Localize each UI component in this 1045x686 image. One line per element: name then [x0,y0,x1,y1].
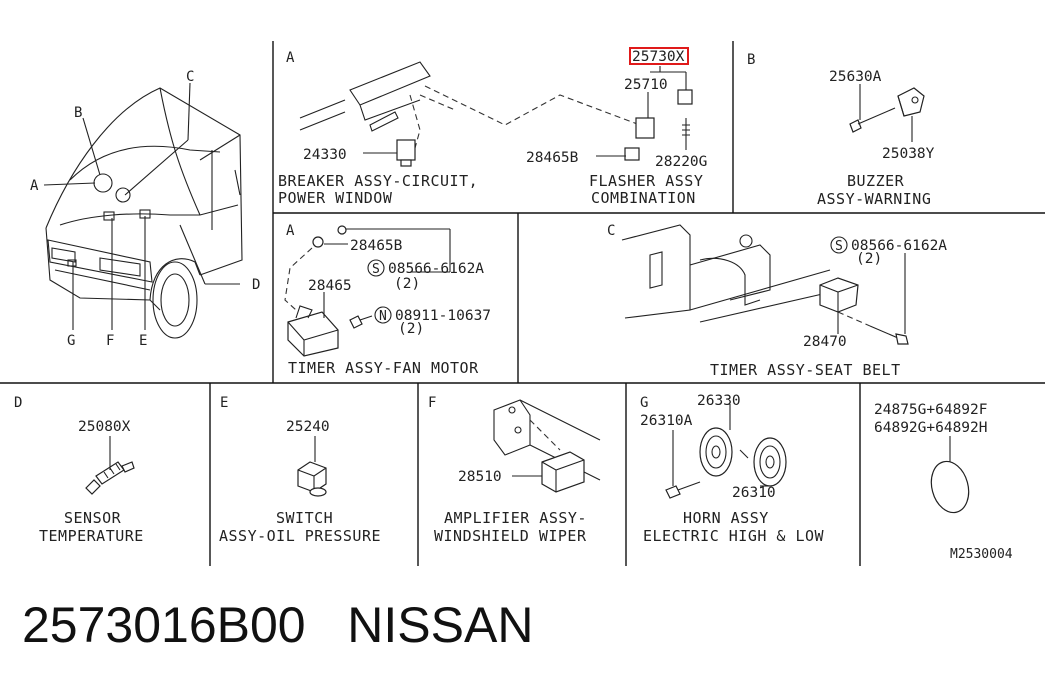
horn-part [665,427,787,499]
part-25710: 25710 [624,77,668,93]
caption-sensor-line2: TEMPERATURE [39,527,144,545]
part-28465b-a2: 28465B [350,238,403,254]
part-24330: 24330 [303,147,347,163]
part-25730x: 25730X [632,49,685,65]
qty-c: (2) [856,251,882,267]
caption-amplifier-line1: AMPLIFIER ASSY- [444,509,587,527]
vehicle-overview [43,82,243,339]
qty-a2-1: (2) [394,276,420,292]
part-28220g: 28220G [655,154,707,170]
part-08911-10637: 08911-10637 [395,308,491,324]
callout-d: D [252,277,260,293]
section-b-letter: B [747,52,755,68]
callout-a: A [30,178,39,194]
seat-belt-timer-bracket [621,224,841,323]
part-25038y: 25038Y [882,146,935,162]
caption-breaker-line2: POWER WINDOW [278,189,393,207]
part-08566-6162a-c: 08566-6162A [851,238,947,254]
fan-timer-part [287,225,363,357]
caption-amplifier-line2: WINDSHIELD WIPER [434,527,587,545]
caption-switch-line1: SWITCH [276,509,333,527]
breaker-assy-part [396,139,416,167]
section-d-letter: D [14,395,22,411]
flasher-assy-part [624,89,693,161]
buzzer-part [849,87,925,133]
part-25240: 25240 [286,419,330,435]
caption-flasher-line1: FLASHER ASSY [589,172,703,190]
caption-buzzer-line2: ASSY-WARNING [817,190,931,208]
section-a2-letter: A [286,223,295,239]
part-28510: 28510 [458,469,502,485]
part-26330: 26330 [697,393,741,409]
callout-g: G [67,333,75,349]
part-26310: 26310 [732,485,776,501]
callout-f: F [106,333,114,349]
s-symbol-c [830,236,848,254]
section-f-letter: F [428,395,436,411]
caption-switch-line2: ASSY-OIL PRESSURE [219,527,381,545]
temperature-sensor-part [85,461,135,495]
n-symbol-a2 [374,306,392,324]
caption-horn-line1: HORN ASSY [683,509,769,527]
seat-belt-timer-part [819,277,909,345]
part-24875g-64892f: 24875G+64892F [874,402,988,418]
part-64892g-64892h: 64892G+64892H [874,420,988,436]
section-e-letter: E [220,395,228,411]
caption-buzzer-line1: BUZZER [847,172,905,190]
s-symbol-c-text: S [835,239,843,254]
callout-b: B [74,105,82,121]
highlight-box [629,47,689,65]
s-symbol-a2-text: S [372,262,380,277]
wiper-amplifier-part [541,451,585,493]
diagram-code: M2530004 [950,547,1013,562]
bracket-drawing-a1 [299,61,431,132]
callout-e: E [139,333,147,349]
emblem-part [930,460,970,514]
callout-c: C [186,69,194,85]
part-25080x: 25080X [78,419,131,435]
oil-pressure-switch-part [297,461,327,497]
part-08566-6162a-a2: 08566-6162A [388,261,484,277]
caption-seat-belt-timer: TIMER ASSY-SEAT BELT [710,361,901,379]
part-28465: 28465 [308,278,352,294]
n-symbol-a2-text: N [379,309,387,324]
part-25630a: 25630A [829,69,882,85]
part-28465b: 28465B [526,150,579,166]
caption-horn-line2: ELECTRIC HIGH & LOW [643,527,825,545]
caption-sensor-line1: SENSOR [64,509,122,527]
section-g-letter: G [640,395,648,411]
part-28470: 28470 [803,334,847,350]
s-symbol-a2 [367,259,385,277]
caption-fan-timer: TIMER ASSY-FAN MOTOR [288,359,479,377]
caption-breaker-line1: BREAKER ASSY-CIRCUIT, [278,172,478,190]
part-26310a: 26310A [640,413,693,429]
diagram-frame [0,41,1045,566]
caption-flasher-line2: COMBINATION [591,189,696,207]
section-c-letter: C [607,223,615,239]
qty-a2-2: (2) [398,321,424,337]
section-a1-letter: A [286,50,295,66]
page-title: 2573016B00 NISSAN [22,597,534,653]
